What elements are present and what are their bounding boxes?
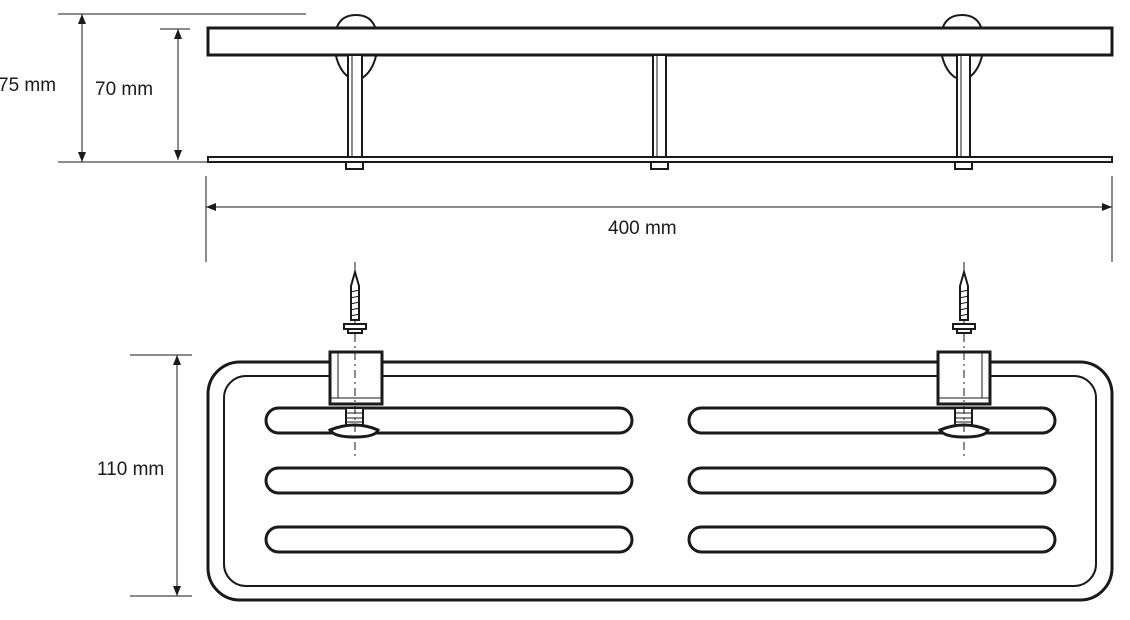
wall-flange-left [335,13,377,31]
overall-height-label: 75 mm [0,75,56,96]
basket-inner-rim [223,375,1097,587]
wall-screw-right [952,262,976,460]
top-rail [206,26,1114,57]
wall-screw-left [343,262,367,460]
width-label: 400 mm [608,218,677,239]
dimension-depth: 110 mm [97,354,192,597]
screw-icon [959,268,969,321]
slot [687,406,1057,435]
post-right [954,54,973,170]
slot [687,466,1057,495]
slot [687,525,1057,554]
screw-icon [350,268,360,321]
wall-flange-right-lower [941,55,957,79]
slot [264,406,634,435]
dimension-inner-height: 70 mm [95,28,190,160]
inner-height-label: 70 mm [95,79,153,100]
slot [264,525,634,554]
post-middle [650,54,669,170]
dimension-width: 400 mm [205,176,1113,262]
bracket-left [327,350,384,439]
mount-block [328,350,384,406]
dimension-overall-height: 75 mm [0,13,306,163]
depth-label: 110 mm [97,459,164,480]
side-view: 75 mm 70 mm 400 mm [0,13,1114,262]
basket-plate-side [207,156,1113,163]
slot [264,466,634,495]
wall-flange-right [941,13,983,31]
top-view: 110 mm [97,262,1114,602]
mount-plate [327,423,380,439]
post-left [345,54,364,170]
